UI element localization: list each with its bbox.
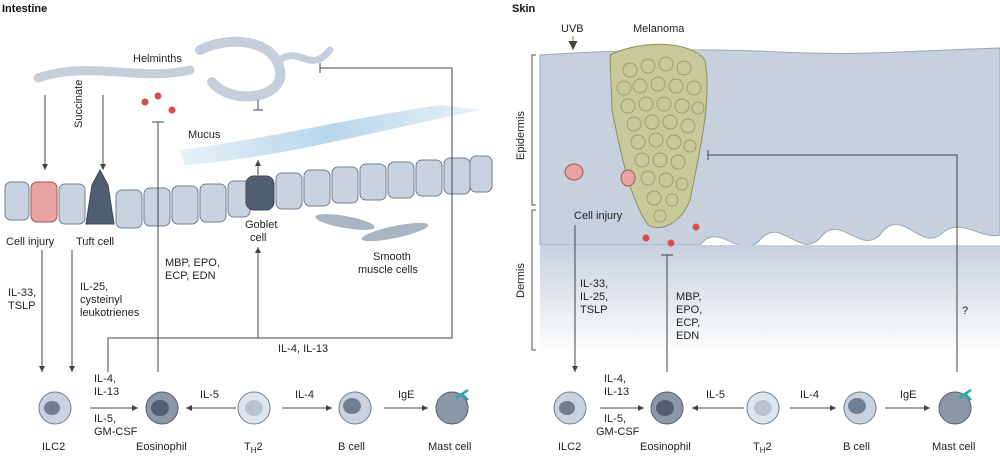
smooth-muscle-label-1: Smooth [373, 251, 411, 263]
smooth-muscle-label-2: muscle cells [358, 264, 418, 276]
il33-label-1: IL-33, [8, 287, 36, 299]
ige-receptor-icon [455, 388, 469, 401]
smooth-muscle-cell [361, 222, 429, 242]
goblet-cell-label-2: cell [250, 232, 267, 244]
injured-skin-cell [620, 169, 636, 187]
intestine-title: Intestine [2, 3, 47, 15]
mucus-label: Mucus [188, 129, 221, 141]
epithelium [4, 155, 493, 229]
dermis-bracket [531, 209, 536, 351]
il25-label-2: cysteinyl [80, 294, 122, 306]
question-mark: ? [962, 305, 968, 317]
granule-dot [692, 223, 700, 231]
dermis-tissue [540, 245, 1000, 355]
il25-label-3: leukotrienes [80, 307, 140, 319]
il25-label-1: IL-25, [80, 281, 108, 293]
skin-il33-2: IL-25, [580, 291, 608, 303]
mast-cell [938, 391, 972, 425]
il4-arrow-label: IL-4 [295, 389, 314, 401]
helminth-tail [276, 46, 334, 64]
uvb-label: UVB [561, 23, 584, 35]
skin-il13-label: IL-13 [604, 386, 629, 398]
injured-cell [30, 181, 58, 223]
melanoma-label: Melanoma [633, 23, 685, 35]
il33-label-2: TSLP [8, 300, 36, 312]
mast-cell [435, 391, 469, 425]
il13-label: IL-13 [94, 386, 119, 398]
helminth-worm-left [33, 65, 195, 83]
helminth-worm-right [195, 36, 286, 102]
skin-connectors [572, 150, 958, 372]
il4-il13-label: IL-4, IL-13 [278, 343, 328, 355]
mbp-label-1: MBP, EPO, [165, 257, 220, 269]
mucus-layer [180, 105, 480, 165]
tuft-cell-body [85, 168, 115, 225]
skin-il4-arrow-label: IL-4 [800, 389, 819, 401]
goblet-cell-label-1: Goblet [245, 219, 277, 231]
tuft-cell-label: Tuft cell [76, 236, 114, 248]
injured-skin-cell [564, 163, 584, 181]
skin-gmcsf-label: GM-CSF [596, 426, 640, 438]
ige-arrow-label: IgE [398, 389, 415, 401]
intestine-connectors [39, 63, 453, 372]
il5-gm-label: IL-5, [94, 413, 116, 425]
epidermis-label: Epidermis [515, 111, 527, 160]
skin-il4-label: IL-4, [604, 373, 626, 385]
epidermis-bracket [531, 54, 536, 206]
skin-cell-injury-label: Cell injury [574, 210, 623, 222]
granule-dot [168, 106, 176, 114]
skin-th2-label: TH2 [753, 441, 772, 455]
skin-eosinophil-label: Eosinophil [640, 441, 691, 453]
skin-mbp-1: MBP, [676, 291, 701, 303]
skin-title: Skin [512, 3, 536, 15]
bcell-label: B cell [338, 441, 365, 453]
il5-arrow-label: IL-5 [200, 389, 219, 401]
skin-immune-cells [553, 388, 972, 425]
skin-bcell-label: B cell [843, 441, 870, 453]
ilc2-label: ILC2 [42, 441, 65, 453]
mast-cell-label: Mast cell [428, 441, 471, 453]
th2-label: TH2 [244, 441, 263, 455]
mbp-label-2: ECP, EDN [165, 270, 216, 282]
granule-dot [154, 92, 162, 100]
skin-mbp-2: EPO, [676, 304, 702, 316]
skin-mbp-3: ECP, [676, 317, 700, 329]
dermis-label: Dermis [515, 263, 527, 298]
eosinophil-label: Eosinophil [136, 441, 187, 453]
melanoma-cells [616, 56, 705, 223]
helminths-label: Helminths [133, 53, 182, 65]
smooth-muscle-cell [315, 214, 375, 230]
succinate-label: Succinate [73, 80, 85, 128]
intestine-immune-cells [38, 388, 469, 425]
skin-mbp-4: EDN [676, 330, 699, 342]
cell-injury-label: Cell injury [6, 236, 55, 248]
skin-ilc2-label: ILC2 [558, 441, 581, 453]
skin-mast-cell-label: Mast cell [932, 441, 975, 453]
granule-dot [141, 98, 149, 106]
skin-il33-1: IL-33, [580, 278, 608, 290]
granule-dot [667, 239, 675, 247]
gmcsf-label: GM-CSF [94, 426, 138, 438]
skin-il33-3: TSLP [580, 304, 608, 316]
ige-receptor-icon [958, 388, 972, 401]
goblet-cell-body [245, 175, 275, 211]
granule-dot [642, 234, 650, 242]
il4-label: IL-4, [94, 373, 116, 385]
skin-il5-gm-label: IL-5, [604, 413, 626, 425]
skin-ige-arrow-label: IgE [900, 389, 917, 401]
skin-il5-arrow-label: IL-5 [706, 389, 725, 401]
